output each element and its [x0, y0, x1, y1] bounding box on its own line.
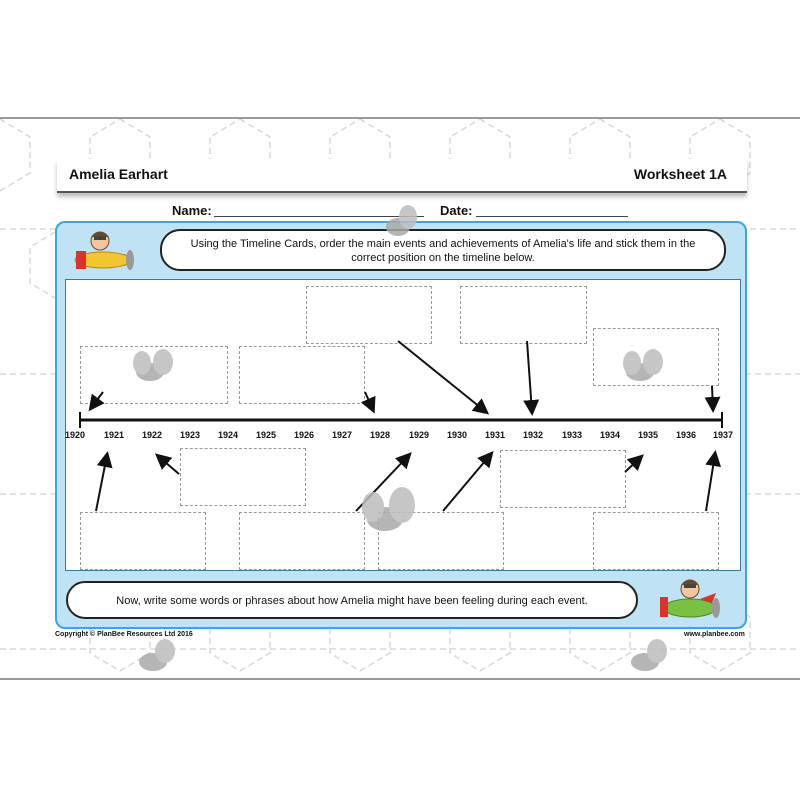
timeline-card-slot[interactable] — [500, 450, 626, 508]
website-link[interactable]: www.planbee.com — [684, 631, 745, 638]
year-label: 1929 — [408, 430, 430, 440]
name-field[interactable] — [214, 216, 424, 217]
year-label: 1933 — [561, 430, 583, 440]
year-label: 1922 — [141, 430, 163, 440]
timeline-card-slot[interactable] — [239, 346, 365, 404]
timeline-card-slot[interactable] — [378, 512, 504, 570]
timeline-card-slot[interactable] — [593, 512, 719, 570]
year-label: 1935 — [637, 430, 659, 440]
year-label: 1926 — [293, 430, 315, 440]
timeline-area — [65, 279, 741, 571]
year-label: 1931 — [484, 430, 506, 440]
name-label: Name: — [172, 203, 212, 218]
copyright-text: Copyright © PlanBee Resources Ltd 2016 — [55, 631, 193, 638]
year-label: 1934 — [599, 430, 621, 440]
year-label: 1928 — [369, 430, 391, 440]
year-label: 1920 — [64, 430, 86, 440]
worksheet-title: Amelia Earhart — [69, 166, 168, 182]
year-label: 1924 — [217, 430, 239, 440]
timeline-card-slot[interactable] — [180, 448, 306, 506]
year-label: 1921 — [103, 430, 125, 440]
timeline-card-slot[interactable] — [306, 286, 432, 344]
year-label: 1936 — [675, 430, 697, 440]
bottom-instruction-text: Now, write some words or phrases about h… — [116, 595, 588, 607]
date-field[interactable] — [476, 216, 628, 217]
timeline-card-slot[interactable] — [239, 512, 365, 570]
bottom-instruction-bubble: Now, write some words or phrases about h… — [66, 581, 638, 619]
year-label: 1932 — [522, 430, 544, 440]
year-label: 1930 — [446, 430, 468, 440]
year-label: 1925 — [255, 430, 277, 440]
top-instruction-bubble: Using the Timeline Cards, order the main… — [160, 229, 726, 271]
timeline-card-slot[interactable] — [460, 286, 587, 344]
worksheet-title-bar: Amelia Earhart Worksheet 1A — [57, 159, 747, 193]
timeline-card-slot[interactable] — [80, 346, 228, 404]
worksheet-page: Amelia Earhart Worksheet 1A Name: Date: … — [0, 117, 800, 680]
timeline-card-slot[interactable] — [593, 328, 719, 386]
worksheet-number: Worksheet 1A — [633, 166, 727, 182]
year-label: 1937 — [712, 430, 734, 440]
year-label: 1923 — [179, 430, 201, 440]
date-label: Date: — [440, 203, 473, 218]
year-label: 1927 — [331, 430, 353, 440]
top-instruction-text: Using the Timeline Cards, order the main… — [190, 238, 696, 264]
timeline-card-slot[interactable] — [80, 512, 206, 570]
